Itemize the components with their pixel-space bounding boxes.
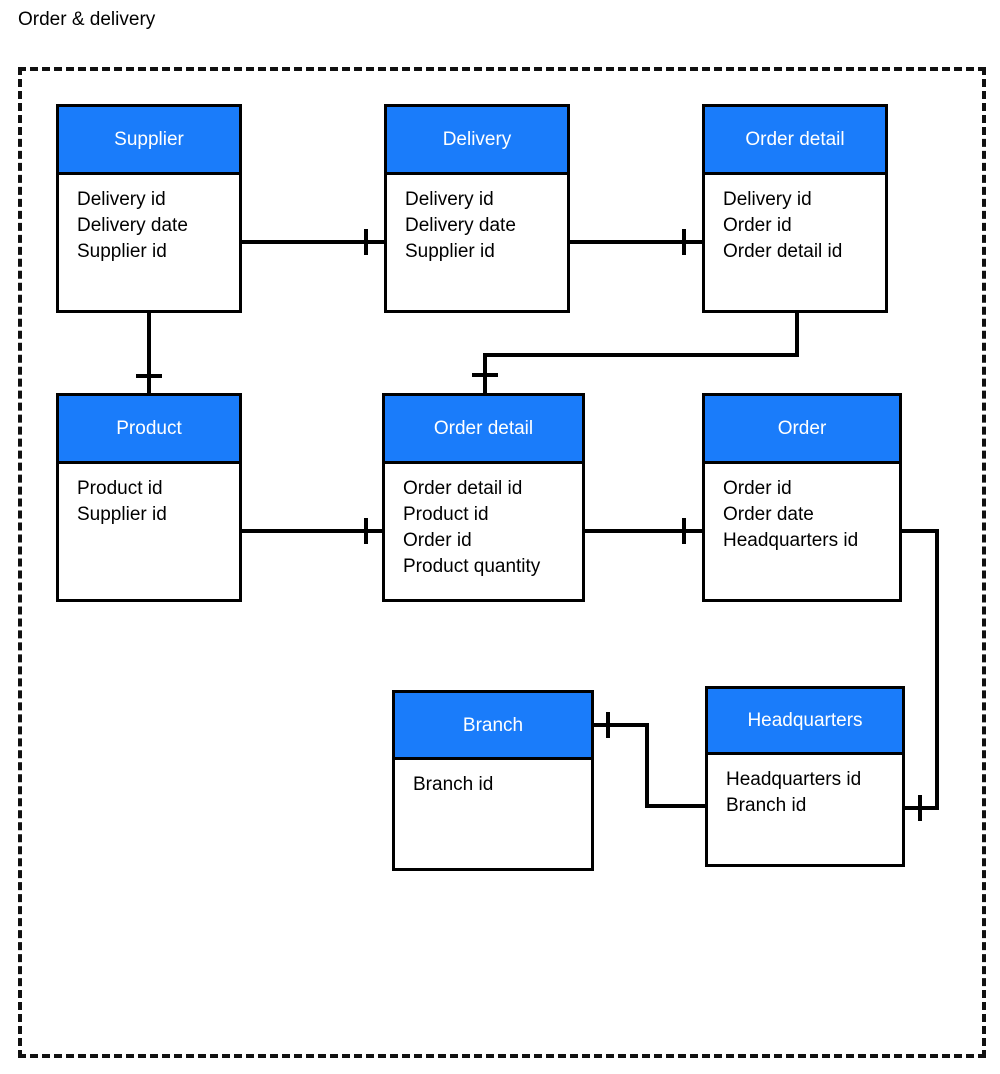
entity-product-attributes: Product id Supplier id [59,464,239,528]
page-title: Order & delivery [18,9,156,30]
attribute-row: Order id [723,215,792,236]
crowfoot-tick-order-detail-top-order-detail-mid [472,373,498,377]
connector-order-headquarters-segment-h1 [902,529,939,533]
connector-order-detail-mid-order [585,529,702,533]
entity-supplier[interactable]: Supplier Delivery id Delivery date Suppl… [56,104,242,313]
connector-order-headquarters-segment-h2 [905,806,939,810]
crowfoot-tick-order-detail-mid-order [682,518,686,544]
connector-order-detail-top-segment-v1 [795,313,799,357]
entity-supplier-attributes: Delivery id Delivery date Supplier id [59,175,239,265]
crowfoot-tick-supplier-delivery [364,229,368,255]
entity-product-header: Product [59,396,239,464]
entity-order-detail-mid-attributes: Order detail id Product id Order id Prod… [385,464,582,580]
entity-headquarters-header: Headquarters [708,689,902,755]
attribute-row: Delivery id [77,189,166,210]
attribute-row: Order detail id [723,241,843,262]
attribute-row: Delivery date [405,215,516,236]
entity-delivery-attributes: Delivery id Delivery date Supplier id [387,175,567,265]
connector-supplier-product [147,313,151,393]
attribute-row: Order id [403,530,472,551]
entity-headquarters-title: Headquarters [747,710,863,731]
connector-branch-segment-h2 [645,804,705,808]
entity-supplier-header: Supplier [59,107,239,175]
entity-branch-header: Branch [395,693,591,760]
entity-branch-title: Branch [462,714,524,736]
entity-delivery-header: Delivery [387,107,567,175]
entity-product[interactable]: Product Product id Supplier id [56,393,242,602]
connector-order-headquarters-segment-v [935,529,939,810]
attribute-row: Product quantity [403,556,541,577]
entity-order-detail-mid[interactable]: Order detail Order detail id Product id … [382,393,585,602]
entity-delivery[interactable]: Delivery Delivery id Delivery date Suppl… [384,104,570,313]
attribute-row: Order date [723,504,814,525]
attribute-row: Headquarters id [723,530,859,551]
attribute-row: Supplier id [405,241,495,262]
entity-order-detail-mid-title: Order detail [433,418,534,439]
connector-supplier-delivery [242,240,384,244]
crowfoot-tick-supplier-product [136,374,162,378]
connector-delivery-order-detail-top [570,240,702,244]
entity-order[interactable]: Order Order id Order date Headquarters i… [702,393,902,602]
diagram-group-frame [18,67,986,1058]
attribute-row: Product id [403,504,489,525]
attribute-row: Order id [723,478,792,499]
entity-branch[interactable]: Branch Branch id [392,690,594,871]
entity-order-detail-mid-header: Order detail [385,396,582,464]
entity-headquarters[interactable]: Headquarters Headquarters id Branch id [705,686,905,867]
entity-order-detail-top-header: Order detail [705,107,885,175]
crowfoot-tick-branch-headquarters [606,712,610,738]
attribute-row: Supplier id [77,504,167,525]
entity-order-detail-top-title: Order detail [745,129,845,150]
entity-product-title: Product [116,418,182,439]
entity-order-detail-top[interactable]: Order detail Delivery id Order id Order … [702,104,888,313]
attribute-row: Product id [77,478,163,499]
entity-headquarters-attributes: Headquarters id Branch id [708,755,902,819]
connector-branch-segment-v [645,723,649,808]
entity-delivery-title: Delivery [442,129,512,150]
connector-branch-segment-h1 [594,723,648,727]
entity-supplier-title: Supplier [114,129,184,150]
entity-order-title: Order [777,418,827,439]
attribute-row: Delivery id [723,189,812,210]
attribute-row: Supplier id [77,241,167,262]
connector-product-order-detail-mid [242,529,382,533]
attribute-row: Branch id [413,774,494,795]
crowfoot-tick-product-order-detail-mid [364,518,368,544]
attribute-row: Delivery id [405,189,494,210]
crowfoot-tick-order-headquarters [918,795,922,821]
attribute-row: Branch id [726,795,807,816]
attribute-row: Order detail id [403,478,523,499]
crowfoot-tick-delivery-order-detail-top [682,229,686,255]
connector-order-detail-top-segment-h [483,353,799,357]
entity-branch-attributes: Branch id [395,760,591,798]
attribute-row: Headquarters id [726,769,862,790]
entity-order-attributes: Order id Order date Headquarters id [705,464,899,554]
entity-order-header: Order [705,396,899,464]
entity-order-detail-top-attributes: Delivery id Order id Order detail id [705,175,885,265]
attribute-row: Delivery date [77,215,188,236]
